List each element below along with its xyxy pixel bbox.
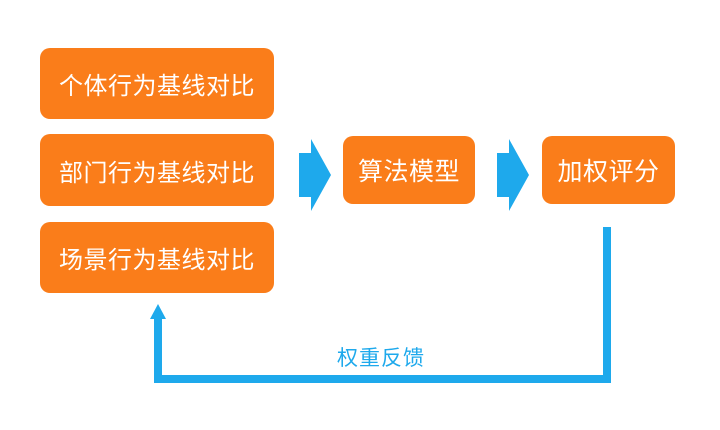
node-individual-baseline-label: 个体行为基线对比 xyxy=(59,73,255,100)
node-department-baseline-label: 部门行为基线对比 xyxy=(59,159,255,187)
node-scenario-baseline-label: 场景行为基线对比 xyxy=(59,247,255,274)
arrow-up-icon xyxy=(150,304,166,319)
arrow-right-icon xyxy=(299,139,331,211)
node-scenario-baseline: 场景行为基线对比 xyxy=(40,222,274,293)
node-weighted-score-label: 加权评分 xyxy=(557,158,660,186)
feedback-label: 权重反馈 xyxy=(337,347,425,370)
node-algorithm-model: 算法模型 xyxy=(343,136,475,204)
node-algorithm-model-label: 算法模型 xyxy=(357,158,460,186)
node-department-baseline: 部门行为基线对比 xyxy=(40,134,274,206)
node-individual-baseline: 个体行为基线对比 xyxy=(40,48,274,119)
arrow-right-icon xyxy=(497,139,529,211)
node-weighted-score: 加权评分 xyxy=(542,136,675,204)
